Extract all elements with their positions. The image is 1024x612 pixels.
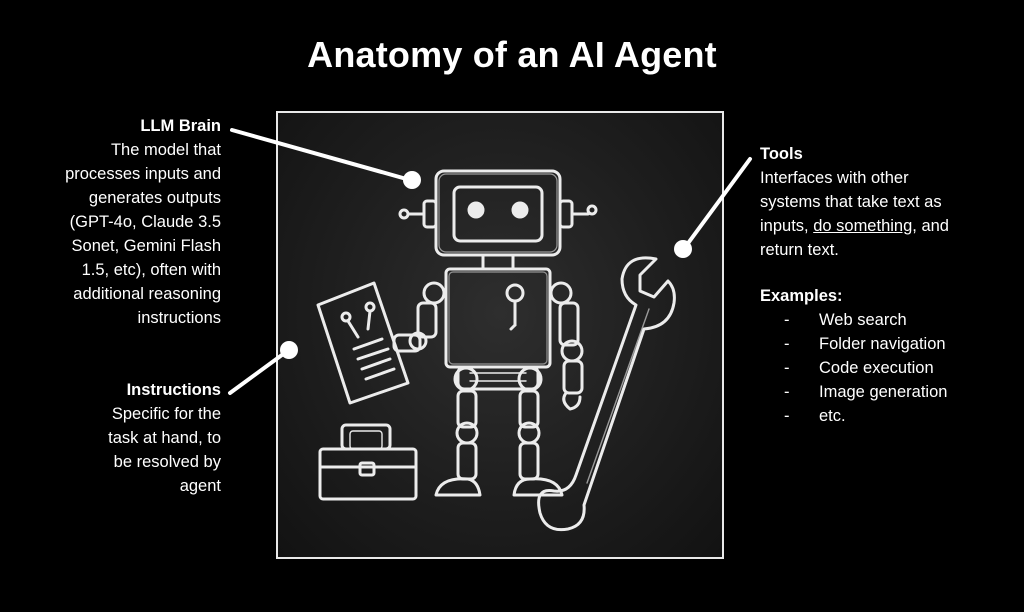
instructions-callout: Instructions Specific for the task at ha… xyxy=(20,378,221,498)
list-item-label: Folder navigation xyxy=(819,335,946,353)
robot-legs xyxy=(434,365,564,497)
tools-callout: Tools Interfaces with other systems that… xyxy=(760,142,1000,262)
tools-line: inputs, do something, and xyxy=(760,214,1000,238)
tools-underlined-text: do something xyxy=(813,217,913,235)
list-item: - Image generation xyxy=(760,380,1000,404)
clipboard-icon xyxy=(316,281,410,405)
llm-brain-line: 1.5, etc), often with xyxy=(81,261,221,279)
list-item-label: Image generation xyxy=(819,383,948,401)
instructions-line: agent xyxy=(179,477,221,495)
list-item-label: etc. xyxy=(819,407,846,425)
toolbox-icon xyxy=(318,423,418,501)
llm-brain-callout: LLM Brain The model that processes input… xyxy=(20,114,221,330)
llm-brain-line: (GPT-4o, Claude 3.5 xyxy=(69,213,221,231)
robot-left-arm xyxy=(392,281,446,353)
list-item: - Folder navigation xyxy=(760,332,1000,356)
list-dash: - xyxy=(784,407,790,425)
list-item-label: Code execution xyxy=(819,359,934,377)
robot-body xyxy=(444,267,552,369)
llm-brain-heading: LLM Brain xyxy=(140,117,221,135)
tools-line: systems that take text as xyxy=(760,193,942,211)
list-dash: - xyxy=(784,335,790,353)
page-title: Anatomy of an AI Agent xyxy=(307,34,717,75)
robot-right-arm xyxy=(549,281,584,411)
tools-line: Interfaces with other xyxy=(760,169,909,187)
llm-brain-line: additional reasoning xyxy=(73,285,221,303)
tools-text: inputs, xyxy=(760,217,814,235)
list-item: - etc. xyxy=(760,404,1000,428)
llm-brain-line: instructions xyxy=(137,309,221,327)
chalkboard-panel xyxy=(276,111,724,559)
llm-brain-line: Sonet, Gemini Flash xyxy=(71,237,221,255)
list-dash: - xyxy=(784,383,790,401)
tools-heading: Tools xyxy=(760,145,803,163)
list-dash: - xyxy=(784,311,790,329)
robot-head xyxy=(398,169,598,271)
tools-line: return text. xyxy=(760,241,839,259)
instructions-heading: Instructions xyxy=(126,381,221,399)
examples-block: Examples: - Web search - Folder navigation… xyxy=(760,284,1000,428)
examples-heading: Examples: xyxy=(760,287,843,305)
instructions-line: be resolved by xyxy=(113,453,221,471)
examples-list: - Web search - Folder navigation - Code exe… xyxy=(760,308,1000,428)
llm-brain-line: processes inputs and xyxy=(65,165,221,183)
tools-text: , and xyxy=(912,217,949,235)
list-item-label: Web search xyxy=(819,311,907,329)
llm-brain-line: The model that xyxy=(110,141,221,159)
instructions-line: task at hand, to xyxy=(108,429,221,447)
list-dash: - xyxy=(784,359,790,377)
list-item: - Web search xyxy=(760,308,1000,332)
robot-illustration xyxy=(316,169,676,532)
list-item: - Code execution xyxy=(760,356,1000,380)
wrench-icon xyxy=(537,256,676,532)
instructions-line: Specific for the xyxy=(111,405,221,423)
llm-brain-line: generates outputs xyxy=(88,189,221,207)
